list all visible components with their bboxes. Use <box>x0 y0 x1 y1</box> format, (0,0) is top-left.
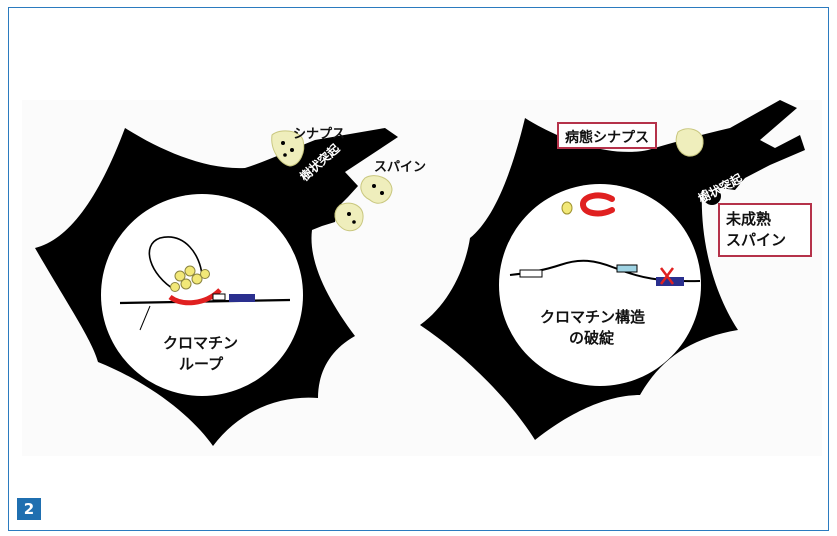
left-spine-bouton-1 <box>360 175 393 204</box>
left-synapse-vesicles <box>281 141 294 157</box>
synapse-label: シナプス <box>293 127 346 142</box>
right-nucleus <box>499 184 701 386</box>
right-element-blue <box>616 264 638 273</box>
right-free-protein <box>561 201 573 215</box>
left-cohesin-proteins <box>170 265 210 292</box>
right-caption-line2: の破綻 <box>569 329 615 347</box>
left-synapse-bouton <box>271 130 305 167</box>
immature-spine-line2: スパイン <box>726 231 787 249</box>
right-neuron <box>420 100 805 440</box>
left-transcription-arrow <box>234 288 250 294</box>
left-transcription-arrowhead <box>249 286 254 292</box>
right-block-x <box>660 267 674 285</box>
left-neuron <box>35 128 398 446</box>
right-immature-spine <box>703 187 721 205</box>
left-red-loop-factor <box>168 288 222 306</box>
left-caption-line2: ループ <box>179 355 224 373</box>
left-spine-vesicles-2 <box>347 212 356 224</box>
pathological-synapse-label: 病態シナプス <box>557 122 657 149</box>
left-spine-vesicles-1 <box>372 184 384 195</box>
left-caption-pointer <box>139 305 151 331</box>
immature-spine-line1: 未成熟 <box>726 210 772 228</box>
left-chromatin-loop <box>148 236 203 291</box>
left-enhancer-box <box>212 293 226 301</box>
right-caption-line1: クロマチン構造 <box>540 308 646 326</box>
left-caption-line1: クロマチン <box>163 334 239 352</box>
left-promoter-box <box>229 294 255 302</box>
right-free-red-factor <box>580 192 615 217</box>
right-synapse-bouton <box>675 128 704 157</box>
immature-spine-label: 未成熟 スパイン <box>718 203 812 257</box>
spine-label: スパイン <box>374 160 427 175</box>
figure-number-badge: 2 <box>17 498 41 520</box>
right-element-white <box>519 269 543 278</box>
left-spine-bouton-2 <box>334 202 364 232</box>
